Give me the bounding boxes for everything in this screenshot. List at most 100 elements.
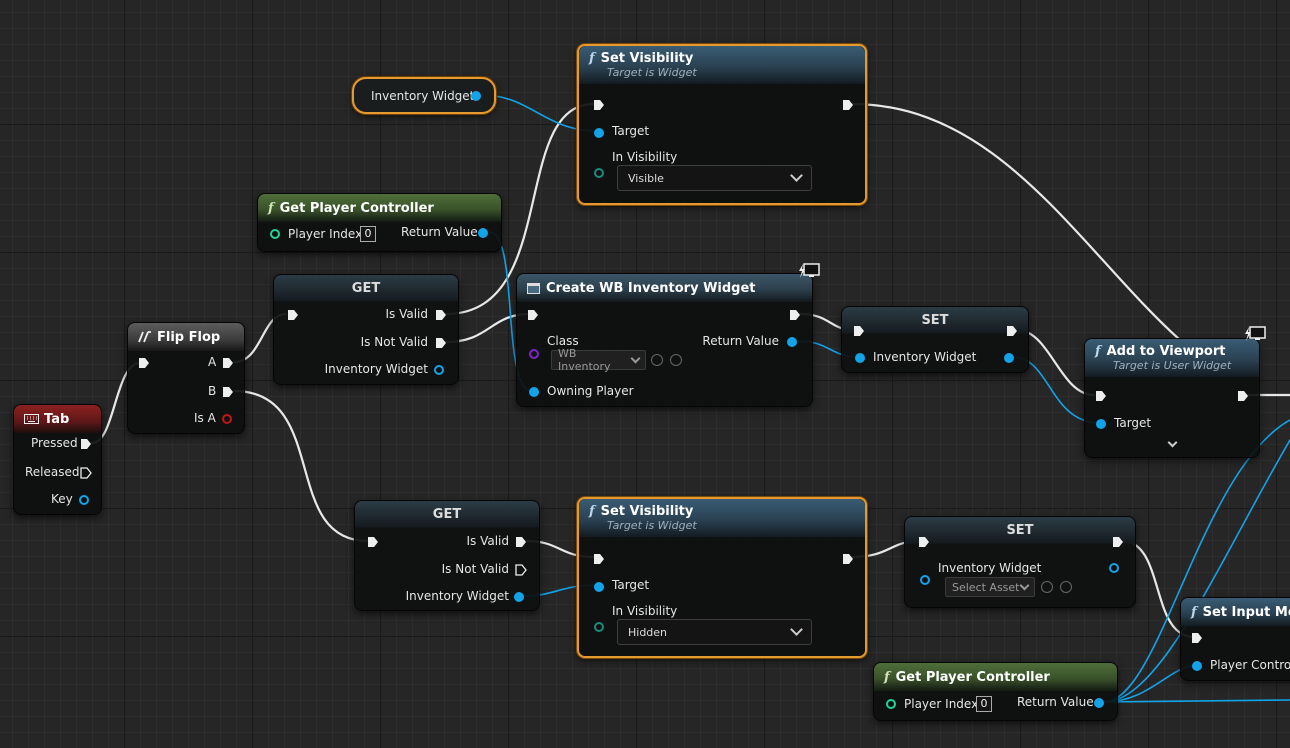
set-input-mode-node[interactable]: f Set Input Mo Player Controll — [1180, 597, 1290, 681]
exec-output-pin[interactable] — [789, 309, 801, 321]
inventory-widget-output-pin[interactable] — [514, 592, 524, 602]
return-value-pin[interactable] — [478, 228, 488, 238]
set-top-node[interactable]: SET Inventory Widget — [841, 306, 1029, 373]
node-header: Flip Flop — [128, 323, 244, 351]
inventory-widget-label: Inventory Widget — [324, 362, 428, 376]
in-visibility-label: In Visibility — [612, 604, 678, 618]
inventory-widget-variable-node[interactable]: Inventory Widget — [352, 77, 496, 114]
node-title: Set Input Mo — [1202, 604, 1290, 620]
target-input-pin[interactable] — [594, 582, 604, 592]
is-a-label: Is A — [194, 411, 216, 425]
node-title: SET — [1006, 523, 1034, 538]
target-input-pin[interactable] — [594, 128, 604, 138]
wire-isvalid-setvis — [444, 102, 596, 316]
in-visibility-pin[interactable] — [594, 622, 604, 632]
chevron-down-icon — [790, 168, 803, 182]
inventory-widget-input-pin[interactable] — [920, 575, 930, 585]
keyboard-icon — [24, 414, 39, 424]
a-exec-pin[interactable] — [222, 357, 234, 369]
exec-input-pin[interactable] — [593, 99, 605, 111]
player-controller-input-pin[interactable] — [1192, 661, 1202, 671]
inventory-widget-output-pin[interactable] — [1109, 563, 1119, 573]
in-visibility-label: In Visibility — [612, 150, 678, 164]
get-top-node[interactable]: GET Is Valid Is Not Valid Inventory Widg… — [273, 274, 459, 385]
b-label: B — [208, 384, 217, 398]
tab-key-event-node[interactable]: Tab Pressed Released Key — [13, 404, 102, 515]
released-label: Released — [25, 465, 80, 479]
is-valid-exec-pin[interactable] — [515, 536, 527, 548]
browse-asset-icon[interactable] — [1060, 581, 1072, 593]
visibility-dropdown[interactable]: Visible — [617, 165, 812, 191]
return-value-label: Return Value — [702, 334, 779, 348]
variable-output-pin[interactable] — [471, 91, 481, 101]
inventory-widget-output-pin[interactable] — [434, 365, 444, 375]
get-player-controller-top-node[interactable]: f Get Player Controller Player Index 0 R… — [257, 193, 502, 252]
b-exec-pin[interactable] — [222, 386, 234, 398]
return-value-label: Return Value — [401, 225, 478, 239]
widget-class-icon — [527, 282, 540, 294]
exec-input-pin[interactable] — [367, 536, 379, 548]
set-bottom-node[interactable]: SET Inventory Widget Select Asset — [904, 516, 1136, 608]
exec-output-pin[interactable] — [842, 553, 854, 565]
browse-asset-icon[interactable] — [670, 354, 682, 366]
is-valid-exec-pin[interactable] — [435, 309, 447, 321]
node-title: Create WB Inventory Widget — [546, 280, 756, 296]
target-input-pin[interactable] — [1096, 419, 1106, 429]
inventory-widget-label: Inventory Widget — [405, 589, 509, 603]
use-selected-asset-icon[interactable] — [1041, 581, 1053, 593]
exec-input-pin[interactable] — [527, 309, 539, 321]
get-player-controller-bottom-node[interactable]: f Get Player Controller Player Index 0 R… — [873, 662, 1118, 721]
use-selected-asset-icon[interactable] — [651, 354, 663, 366]
inventory-widget-label: Inventory Widget — [873, 350, 977, 364]
exec-output-pin[interactable] — [1006, 325, 1018, 337]
is-a-output-pin[interactable] — [222, 414, 232, 424]
exec-input-pin[interactable] — [287, 309, 299, 321]
function-f-icon: f — [589, 51, 595, 66]
is-valid-label: Is Valid — [466, 534, 509, 548]
player-index-pin[interactable] — [886, 699, 896, 709]
exec-output-pin[interactable] — [842, 99, 854, 111]
is-not-valid-exec-pin[interactable] — [435, 337, 447, 349]
exec-input-pin[interactable] — [1191, 632, 1203, 644]
player-index-label: Player Index — [904, 697, 979, 711]
in-visibility-pin[interactable] — [594, 168, 604, 178]
function-f-icon: f — [1191, 604, 1197, 620]
exec-input-pin[interactable] — [1095, 390, 1107, 402]
expand-chevron-icon[interactable] — [1167, 437, 1178, 448]
player-index-pin[interactable] — [270, 229, 280, 239]
player-index-input[interactable]: 0 — [976, 696, 992, 712]
player-index-input[interactable]: 0 — [360, 226, 376, 242]
player-controller-label: Player Controll — [1210, 658, 1290, 672]
exec-output-pin[interactable] — [1237, 390, 1249, 402]
inventory-widget-input-pin[interactable] — [855, 353, 865, 363]
owning-player-pin[interactable] — [529, 387, 539, 397]
function-f-icon: f — [589, 504, 595, 519]
get-bottom-node[interactable]: GET Is Valid Is Not Valid Inventory Widg… — [354, 500, 540, 611]
exec-input-pin[interactable] — [918, 536, 930, 548]
return-value-pin[interactable] — [1094, 698, 1104, 708]
node-title: SET — [921, 313, 949, 328]
return-value-pin[interactable] — [787, 337, 797, 347]
exec-output-pin[interactable] — [1112, 536, 1124, 548]
class-input-pin[interactable] — [529, 349, 539, 359]
node-header: Create WB Inventory Widget — [517, 274, 812, 302]
exec-input-pin[interactable] — [138, 357, 150, 369]
visibility-dropdown[interactable]: Hidden — [617, 619, 812, 645]
released-exec-pin[interactable] — [80, 467, 92, 479]
pressed-exec-pin[interactable] — [80, 438, 92, 450]
class-select[interactable]: WB Inventory — [551, 347, 646, 373]
key-output-pin[interactable] — [79, 495, 89, 505]
is-not-valid-label: Is Not Valid — [360, 335, 428, 349]
inventory-widget-output-pin[interactable] — [1004, 353, 1014, 363]
flip-flop-node[interactable]: Flip Flop A B Is A — [127, 322, 245, 434]
select-asset-box[interactable]: Select Asset — [945, 577, 1035, 597]
create-widget-node[interactable]: Create WB Inventory Widget Class WB Inve… — [516, 273, 813, 407]
exec-input-pin[interactable] — [593, 553, 605, 565]
is-not-valid-exec-pin[interactable] — [515, 564, 527, 576]
exec-input-pin[interactable] — [853, 325, 865, 337]
chevron-down-icon — [790, 622, 803, 636]
